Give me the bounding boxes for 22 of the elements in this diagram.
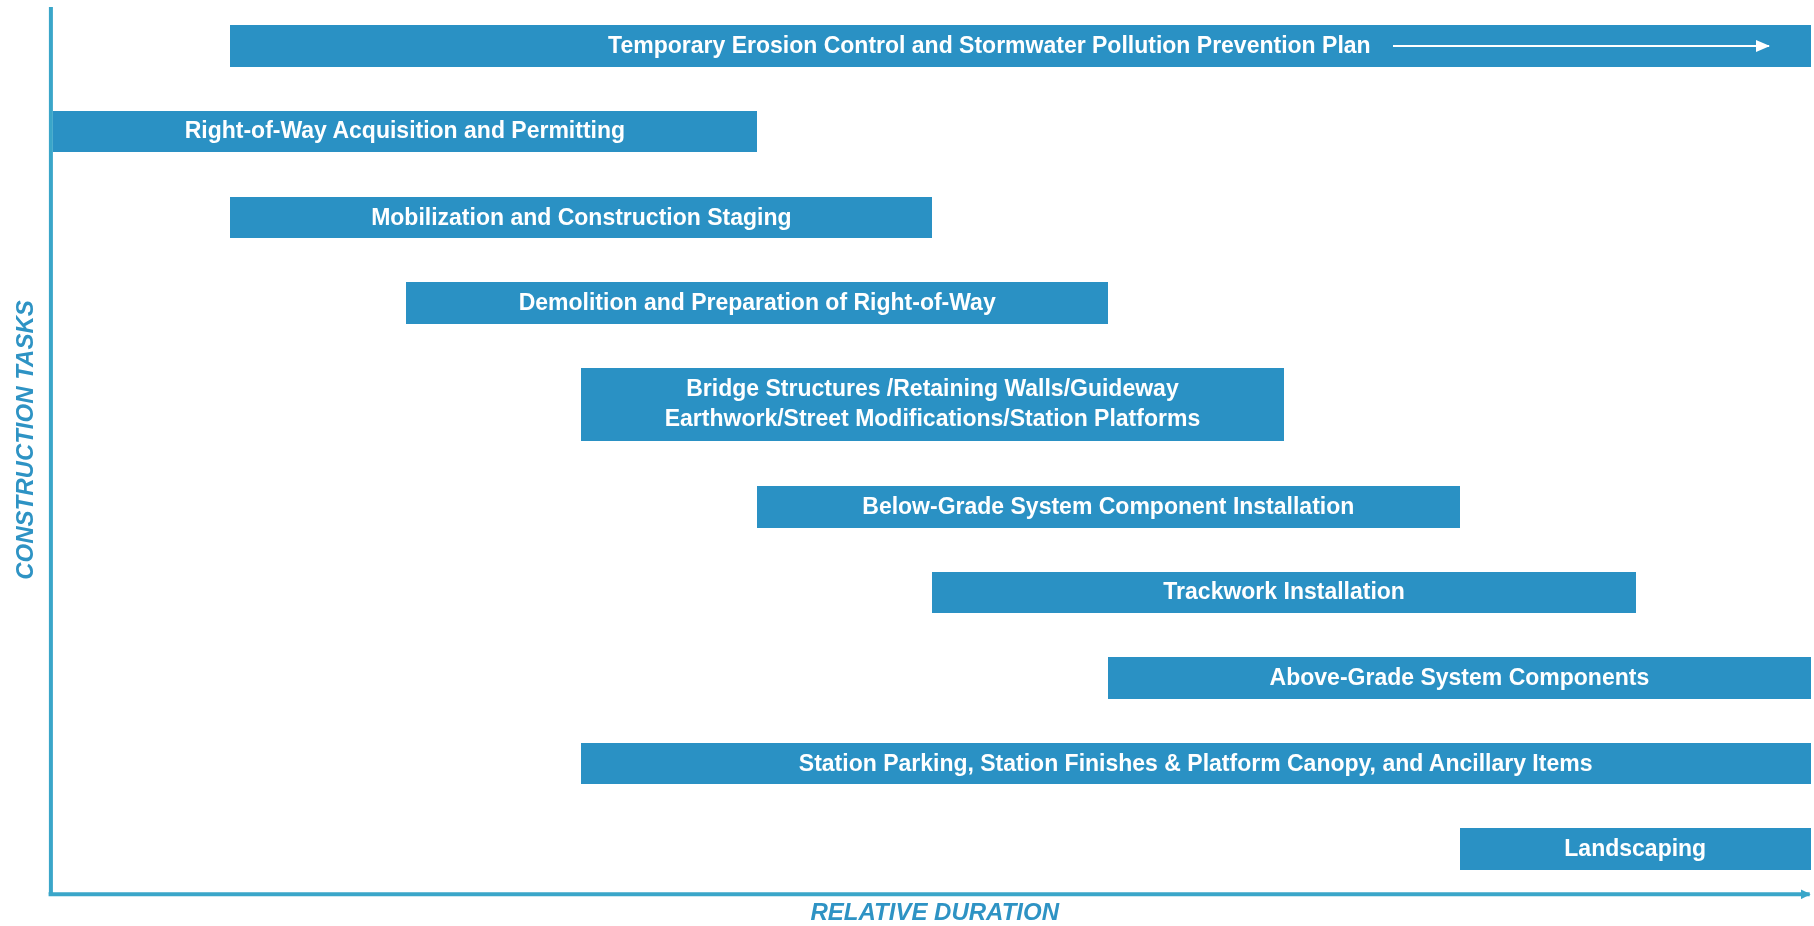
task-bar	[932, 571, 1636, 614]
task-bar	[1108, 657, 1811, 699]
task-bar	[756, 485, 1460, 528]
task-label: Landscaping	[1564, 834, 1707, 864]
task-bar	[580, 367, 1285, 441]
task-label: Mobilization and Construction Staging	[371, 202, 792, 232]
task-bar	[53, 111, 757, 152]
task-bar	[406, 282, 1109, 324]
task-label: Trackwork Installation	[1163, 577, 1405, 607]
axis-title: RELATIVE DURATION	[810, 897, 1059, 926]
task-label: Demolition and Preparation of Right-of-Way	[518, 288, 996, 318]
task-label: Above-Grade System Components	[1269, 663, 1650, 692]
task-label: Below-Grade System Component Installation	[862, 491, 1355, 521]
task-bar	[1460, 828, 1811, 870]
task-label: Bridge Structures /Retaining Walls/Guideway Earthwork/Street Modifications/Station Platforms	[663, 374, 1202, 434]
task-bar	[580, 742, 1811, 785]
task-label: Station Parking, Station Finishes & Platform Canopy, and Ancillary Items	[798, 748, 1593, 778]
task-bar	[230, 25, 1811, 68]
task-label: Right-of-Way Acquisition and Permitting	[184, 116, 626, 146]
task-bar	[230, 196, 933, 239]
axis-title: CONSTRUCTION TASKS	[11, 299, 40, 580]
task-label: Temporary Erosion Control and Stormwater Pollution Prevention Plan	[608, 31, 1371, 61]
